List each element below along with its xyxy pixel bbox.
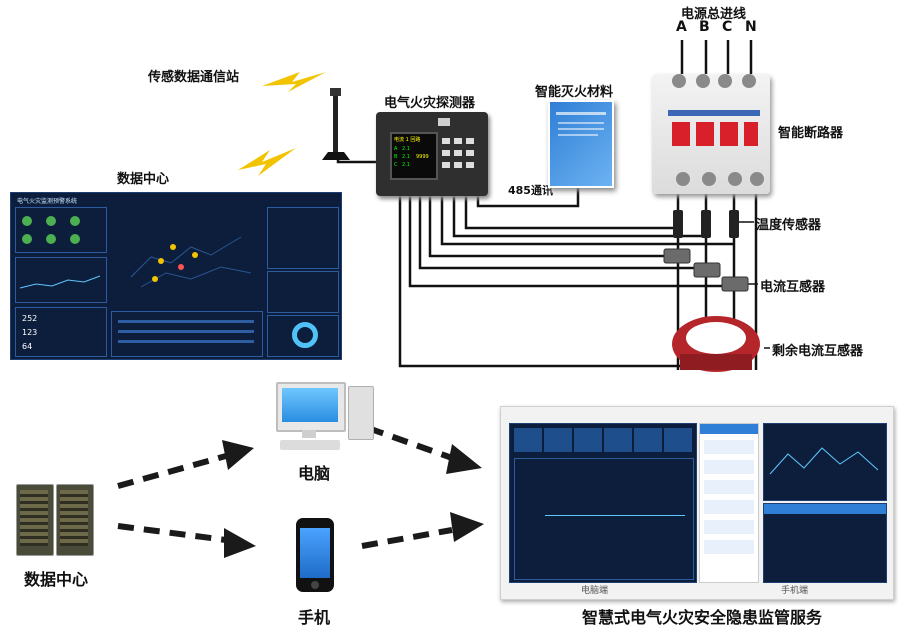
phase-a-label: A [676,19,687,35]
rs485-label: 485通讯 [508,184,553,197]
computer-label: 电脑 [298,464,331,483]
detector-screen: 电流 1 回路 A 2.1 B 2.1 C 2.1 9999 [390,132,438,180]
pc-end-label: 电脑端 [581,586,609,596]
dashboard-panel-alerts [267,271,339,313]
extinguisher-label: 智能灭火材料 [535,85,614,100]
monitoring-dashboard: 电气火灾监测预警系统 252 123 64 [10,192,342,360]
detector-row-a-name: A [394,146,398,152]
fire-detector-device: 电流 1 回路 A 2.1 B 2.1 C 2.1 9999 [376,112,488,196]
residual-current-transformer [672,316,760,372]
detector-screen-header: 电流 1 回路 [394,137,421,143]
detector-buttons [442,138,480,172]
dashboard-panel-donut [267,315,339,357]
dashboard-panel-kpi: 252 123 64 [15,307,107,357]
mobile-end-label: 手机端 [781,586,809,596]
phase-c-label: C [722,19,733,35]
dashboard-panel-status [15,207,107,253]
dashboard-panel-devices [267,207,339,269]
mobile-chart-screen [763,423,887,501]
server-rack-icon [16,484,94,556]
dashboard-panel-trend [15,257,107,303]
detector-right-value: 9999 [416,154,429,160]
smart-breaker [652,74,770,194]
phase-b-label: B [699,19,710,35]
service-preview-panel: 电脑端 手机端 [500,406,894,600]
signal-wires [336,156,734,368]
power-inlet-label: 电源总进线 [681,7,747,22]
extinguisher-material-panel [548,100,614,188]
mobile-list-screen [699,423,759,583]
temperature-sensors [673,210,739,238]
detector-label: 电气火灾探测器 [384,96,476,111]
detector-row-c-value: 2.1 [402,162,410,168]
current-transformers [663,248,749,292]
breaker-label: 智能断路器 [778,126,844,141]
detector-row-b-value: 2.1 [402,154,410,160]
kpi-value-3: 64 [22,342,33,351]
dashboard-panel-list [111,311,263,357]
mobile-detail-screen [763,503,887,583]
dashboard-map [111,207,261,307]
comm-station-label: 传感数据通信站 [148,70,240,85]
lightning-bolt-upper [262,72,326,92]
pc-end-screen [509,423,697,583]
detector-row-a-value: 2.1 [402,146,410,152]
residual-ct-label: 剩余电流互感器 [772,344,864,359]
antenna-icon [322,88,350,160]
current-transformer-label: 电流互感器 [760,280,826,295]
dashboard-title: 电气火灾监测预警系统 [17,198,78,205]
lightning-bolt-lower [238,148,296,176]
phone-label: 手机 [298,608,331,627]
detector-row-c-name: C [394,162,398,168]
data-center-top-label: 数据中心 [117,172,170,187]
dashed-arrows [117,425,454,549]
computer-icon [276,382,376,458]
detector-label-plate [438,118,450,126]
phone-icon [296,518,334,592]
kpi-value-2: 123 [22,328,38,337]
arrow-heads [222,440,484,558]
service-title: 智慧式电气火灾安全隐患监管服务 [582,608,823,627]
temperature-sensor-label: 温度传感器 [756,218,822,233]
kpi-value-1: 252 [22,314,38,323]
data-center-bottom-label: 数据中心 [24,570,89,589]
phase-n-label: N [745,19,757,35]
detector-row-b-name: B [394,154,398,160]
